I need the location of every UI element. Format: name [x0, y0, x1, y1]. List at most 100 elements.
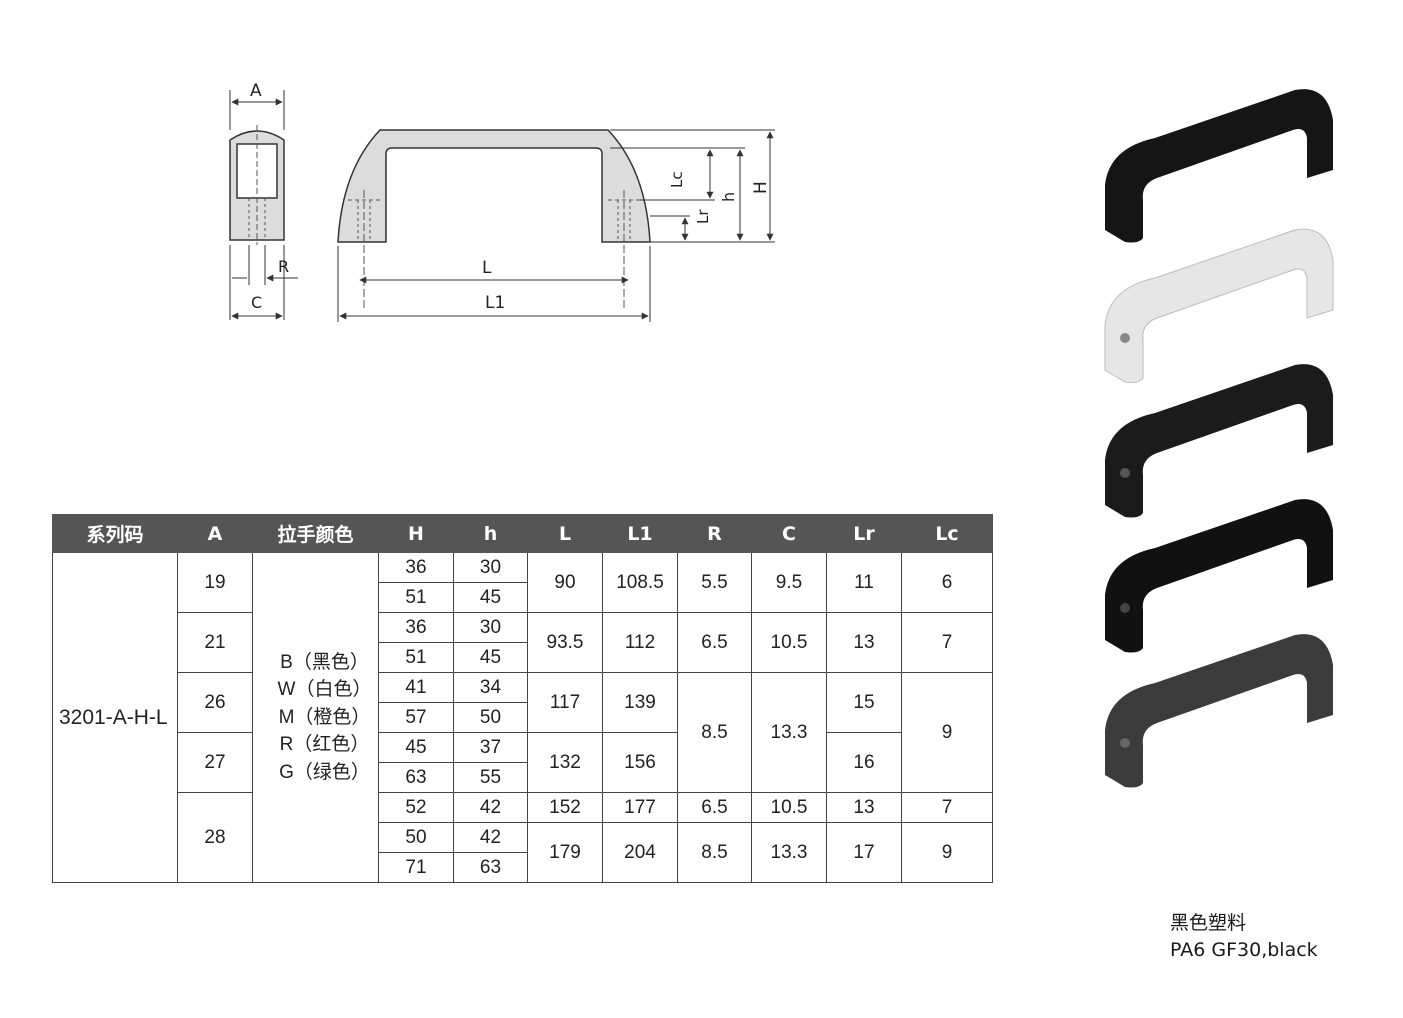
cell-Lc: 9 [901, 672, 993, 793]
table-row: 26 41 34 117 139 8.5 13.3 15 9 [53, 672, 993, 793]
cell-L1: 112 [602, 612, 678, 673]
color-option: G（绿色） [279, 761, 370, 783]
cell-H: 36 [378, 612, 454, 643]
header-series: 系列码 [52, 514, 178, 553]
cell-H: 36 [378, 552, 454, 583]
dim-h-label: h [719, 192, 738, 202]
cell-H: 71 [378, 852, 454, 883]
cell-H: 51 [378, 642, 454, 673]
header-A: A [177, 514, 253, 553]
dim-R-label: R [278, 257, 289, 276]
cell-A: 27 [177, 732, 253, 793]
cell-H: 51 [378, 582, 454, 613]
handle-photo-4 [1105, 499, 1333, 653]
table-row: 63 55 [53, 762, 993, 793]
spec-table: 系列码 A 拉手颜色 H h L L1 R C Lr Lc 3201-A-H-L… [52, 514, 993, 883]
cell-R: 8.5 [677, 672, 752, 793]
cell-Lr: 16 [826, 732, 902, 793]
color-list-cell: B（黑色） W（白色） M（橙色） R（红色） G（绿色） [252, 552, 379, 883]
cell-h: 45 [453, 642, 528, 673]
table-row: 71 63 [53, 852, 993, 883]
cell-R: 8.5 [677, 822, 752, 883]
dim-Lr-label: Lr [694, 209, 712, 224]
cell-L1: 139 [602, 672, 678, 733]
dim-L1-label: L1 [485, 293, 505, 313]
cell-L1: 204 [602, 822, 678, 883]
cell-H: 50 [378, 822, 454, 853]
color-option: B（黑色） [280, 651, 369, 673]
cell-L: 93.5 [527, 612, 603, 673]
cell-L: 179 [527, 822, 603, 883]
table-row: 28 52 42 152 177 6.5 10.5 13 7 [53, 792, 993, 883]
cell-H: 52 [378, 792, 454, 823]
cell-h: 42 [453, 822, 528, 853]
cell-A: 19 [177, 552, 253, 613]
dim-H-label: H [751, 181, 771, 194]
cell-R: 6.5 [677, 792, 752, 823]
color-option: M（橙色） [278, 706, 371, 728]
cell-C: 13.3 [751, 672, 827, 793]
cell-R: 5.5 [677, 552, 752, 613]
handle-photo-2 [1104, 228, 1334, 383]
cell-L1: 108.5 [602, 552, 678, 613]
header-H: H [378, 514, 454, 553]
table-row: 27 45 37 132 156 16 [53, 732, 993, 793]
cell-Lc: 7 [901, 792, 993, 823]
cell-h: 63 [453, 852, 528, 883]
dimension-drawing: A R C L L1 H h Lc [229, 81, 775, 322]
material-name: 黑色塑料 [1170, 912, 1247, 934]
cell-h: 34 [453, 672, 528, 703]
cell-h: 55 [453, 762, 528, 793]
cell-C: 10.5 [751, 612, 827, 673]
dim-C-label: C [251, 293, 262, 312]
cell-Lr: 17 [826, 822, 902, 883]
cell-H: 41 [378, 672, 454, 703]
header-L: L [527, 514, 603, 553]
cell-Lc: 9 [901, 822, 993, 883]
dim-Lc-label: Lc [668, 171, 686, 188]
table-row: 3201-A-H-L 19 B（黑色） W（白色） M（橙色） R（红色） G（… [52, 552, 993, 883]
cell-A: 28 [177, 792, 253, 883]
table-row: 21 36 30 93.5 112 6.5 10.5 13 7 [53, 612, 993, 673]
cell-H: 45 [378, 732, 454, 763]
dim-A-label: A [250, 81, 262, 101]
header-Lr: Lr [826, 514, 902, 553]
cell-H: 57 [378, 702, 454, 733]
cell-Lr: 11 [826, 552, 902, 613]
front-view: L L1 H h Lc Lr [337, 129, 775, 322]
table-row: 51 45 [53, 582, 993, 613]
cell-L1: 177 [602, 792, 678, 823]
handle-photos [1104, 89, 1334, 788]
series-code-cell: 3201-A-H-L [52, 552, 178, 883]
cell-A: 21 [177, 612, 253, 673]
header-color: 拉手颜色 [252, 514, 379, 553]
header-Lc: Lc [901, 514, 993, 553]
cell-Lc: 7 [901, 612, 993, 673]
cell-h: 30 [453, 552, 528, 583]
cell-C: 9.5 [751, 552, 827, 613]
color-option: R（红色） [279, 734, 370, 756]
material-note: 黑色塑料 PA6 GF30,black [1170, 910, 1318, 964]
cell-Lc: 6 [901, 552, 993, 613]
cell-h: 42 [453, 792, 528, 823]
handle-photo-1 [1105, 89, 1333, 243]
cell-Lr: 15 [826, 672, 902, 733]
header-R: R [677, 514, 752, 553]
dim-L-label: L [482, 258, 492, 278]
cell-C: 10.5 [751, 792, 827, 823]
header-C: C [751, 514, 827, 553]
color-option: W（白色） [277, 679, 372, 701]
cell-h: 37 [453, 732, 528, 763]
cell-L: 117 [527, 672, 603, 733]
cell-Lr: 13 [826, 612, 902, 673]
cell-h: 50 [453, 702, 528, 733]
cell-L1: 156 [602, 732, 678, 793]
header-h: h [453, 514, 528, 553]
cell-H: 63 [378, 762, 454, 793]
cell-h: 45 [453, 582, 528, 613]
material-spec: PA6 GF30,black [1170, 939, 1318, 961]
cell-A: 26 [177, 672, 253, 733]
table-row: 50 42 179 204 8.5 13.3 17 9 [53, 822, 993, 883]
cell-Lr: 13 [826, 792, 902, 823]
cell-L: 90 [527, 552, 603, 613]
